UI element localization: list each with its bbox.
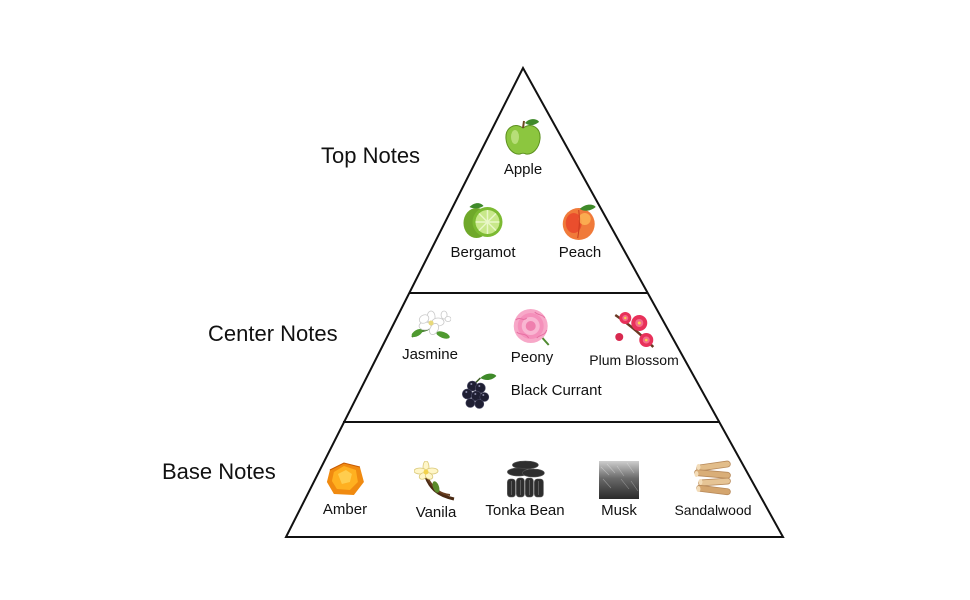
note-tonka-bean: Tonka Bean <box>485 459 565 519</box>
note-vanila: Vanila <box>414 461 458 521</box>
note-sandalwood: Sandalwood <box>674 459 752 518</box>
note-label: Amber <box>322 501 368 518</box>
musk-icon <box>599 461 639 499</box>
sandalwood-icon <box>693 460 731 496</box>
note-plum-blossom: Plum Blossom <box>589 309 679 368</box>
note-label: Peony <box>510 349 554 366</box>
vanilla-icon <box>414 461 455 501</box>
note-label: Plum Blossom <box>589 352 679 368</box>
lime-icon <box>462 203 502 238</box>
note-musk: Musk <box>599 461 639 519</box>
note-label: Jasmine <box>402 346 458 363</box>
note-label: Vanila <box>415 504 457 521</box>
note-label: Sandalwood <box>674 502 752 518</box>
note-peach: Peach <box>558 203 602 261</box>
peach-icon <box>562 204 596 240</box>
amber-icon <box>327 462 364 495</box>
note-label: Apple <box>503 161 543 178</box>
note-peony: Peony <box>510 306 554 366</box>
peony-flower-icon <box>513 309 550 346</box>
note-label: Tonka Bean <box>485 502 565 519</box>
plum-blossom-icon <box>614 312 654 348</box>
note-amber: Amber <box>323 460 367 518</box>
note-apple: Apple <box>502 116 544 178</box>
tier-label-center: Center Notes <box>208 321 338 346</box>
note-black-currant: Black Currant <box>458 370 602 410</box>
note-label: Musk <box>601 502 637 519</box>
pyramid-triangle <box>284 65 785 538</box>
black-currant-icon <box>462 373 497 409</box>
tonka-bean-icon <box>506 460 545 498</box>
note-label: Bergamot <box>450 244 516 261</box>
note-bergamot: Bergamot <box>450 201 516 261</box>
note-jasmine: Jasmine <box>402 307 458 363</box>
note-label: Black Currant <box>510 381 602 399</box>
tier-label-base: Base Notes <box>162 459 276 484</box>
jasmine-flower-icon <box>411 310 451 339</box>
note-label: Peach <box>558 244 602 261</box>
tier-label-top: Top Notes <box>321 143 421 168</box>
apple-icon <box>505 119 541 155</box>
